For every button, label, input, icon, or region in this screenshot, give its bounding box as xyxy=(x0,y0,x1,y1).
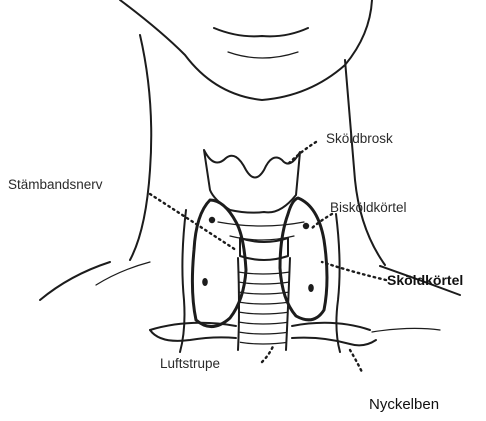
label-skoldkortel: Sköldkörtel xyxy=(387,273,463,287)
label-nyckelben: Nyckelben xyxy=(369,397,439,412)
neck-outline xyxy=(40,35,460,300)
label-luftstrupe: Luftstrupe xyxy=(160,357,220,371)
label-biskoldkortel: Bisköldkörtel xyxy=(330,201,407,215)
label-skoldbrosk: Sköldbrosk xyxy=(326,132,393,146)
chin-outline xyxy=(120,0,372,100)
label-stambandsnerv: Stämbandsnerv xyxy=(8,178,103,192)
clavicles xyxy=(150,323,440,346)
leader-lines xyxy=(150,142,386,372)
thyroid-right-lobe xyxy=(280,198,327,320)
